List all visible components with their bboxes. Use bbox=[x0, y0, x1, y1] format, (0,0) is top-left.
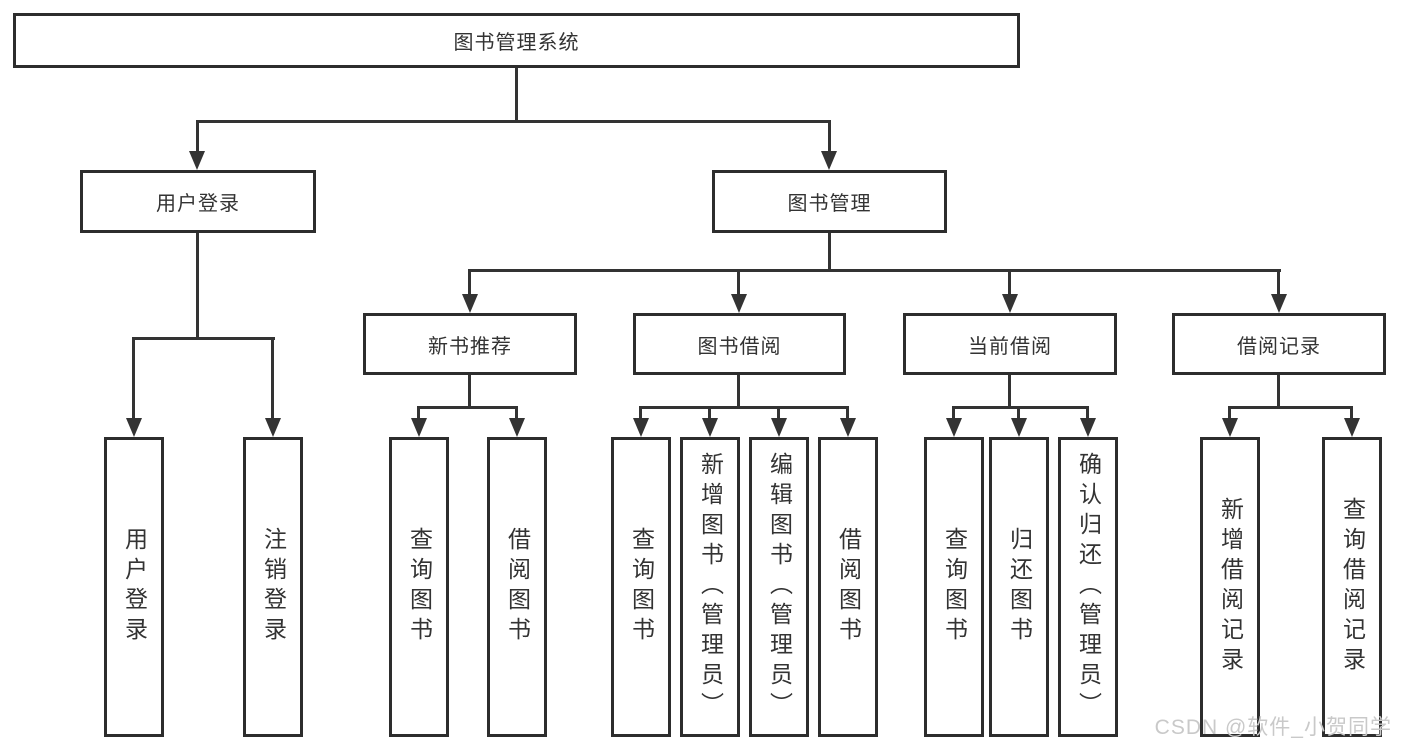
connector-vline bbox=[271, 337, 274, 420]
node-nbr-borrow-books: 借阅图书 bbox=[487, 437, 547, 737]
connector-vline bbox=[1277, 269, 1280, 297]
connector-vline bbox=[196, 232, 199, 340]
arrow-down-icon bbox=[126, 418, 142, 437]
node-root-library-system: 图书管理系统 bbox=[13, 13, 1020, 68]
connector-vline bbox=[737, 269, 740, 297]
node-cb-query-books: 查询图书 bbox=[924, 437, 984, 737]
connector-vline bbox=[1277, 375, 1280, 409]
node-cb-return-books: 归还图书 bbox=[989, 437, 1049, 737]
node-br-add-record: 新增借阅记录 bbox=[1200, 437, 1260, 737]
arrow-down-icon bbox=[946, 418, 962, 437]
arrow-down-icon bbox=[1002, 294, 1018, 313]
connector-vline bbox=[515, 406, 518, 420]
node-bb-query-books: 查询图书 bbox=[611, 437, 671, 737]
connector-hline bbox=[196, 120, 831, 123]
connector-vline bbox=[515, 67, 518, 123]
connector-vline bbox=[1350, 406, 1353, 420]
connector-hline bbox=[639, 406, 849, 409]
node-nbr-query-books: 查询图书 bbox=[389, 437, 449, 737]
connector-vline bbox=[828, 232, 831, 272]
connector-vline bbox=[1008, 269, 1011, 297]
node-logout: 注销登录 bbox=[243, 437, 303, 737]
arrow-down-icon bbox=[702, 418, 718, 437]
node-current-borrowing: 当前借阅 bbox=[903, 313, 1117, 375]
node-cb-confirm-return-admin: 确认归还（管理员） bbox=[1058, 437, 1118, 737]
arrow-down-icon bbox=[821, 151, 837, 170]
connector-hline bbox=[952, 406, 1089, 409]
connector-vline bbox=[468, 375, 471, 409]
node-bb-borrow-books: 借阅图书 bbox=[818, 437, 878, 737]
connector-vline bbox=[1086, 406, 1089, 420]
arrow-down-icon bbox=[189, 151, 205, 170]
connector-hline bbox=[1228, 406, 1353, 409]
connector-vline bbox=[708, 406, 711, 420]
connector-hline bbox=[132, 337, 275, 340]
connector-vline bbox=[777, 406, 780, 420]
connector-vline bbox=[828, 120, 831, 153]
arrow-down-icon bbox=[462, 294, 478, 313]
connector-vline bbox=[737, 375, 740, 409]
connector-hline bbox=[417, 406, 518, 409]
node-book-borrowing: 图书借阅 bbox=[633, 313, 846, 375]
arrow-down-icon bbox=[731, 294, 747, 313]
connector-vline bbox=[468, 269, 471, 297]
arrow-down-icon bbox=[509, 418, 525, 437]
arrow-down-icon bbox=[771, 418, 787, 437]
node-new-book-recommend: 新书推荐 bbox=[363, 313, 577, 375]
arrow-down-icon bbox=[265, 418, 281, 437]
arrow-down-icon bbox=[1344, 418, 1360, 437]
connector-vline bbox=[132, 337, 135, 420]
node-borrowing-records: 借阅记录 bbox=[1172, 313, 1386, 375]
node-bb-add-books-admin: 新增图书（管理员） bbox=[680, 437, 740, 737]
connector-hline bbox=[469, 269, 1281, 272]
connector-vline bbox=[1008, 375, 1011, 409]
arrow-down-icon bbox=[1011, 418, 1027, 437]
arrow-down-icon bbox=[1080, 418, 1096, 437]
connector-vline bbox=[952, 406, 955, 420]
arrow-down-icon bbox=[1271, 294, 1287, 313]
arrow-down-icon bbox=[633, 418, 649, 437]
connector-vline bbox=[846, 406, 849, 420]
connector-vline bbox=[639, 406, 642, 420]
watermark-text: CSDN @软件_小贺同学 bbox=[1154, 716, 1392, 739]
arrow-down-icon bbox=[840, 418, 856, 437]
connector-vline bbox=[417, 406, 420, 420]
node-br-query-record: 查询借阅记录 bbox=[1322, 437, 1382, 737]
arrow-down-icon bbox=[1222, 418, 1238, 437]
connector-vline bbox=[196, 120, 199, 153]
arrow-down-icon bbox=[411, 418, 427, 437]
node-user-login-group: 用户登录 bbox=[80, 170, 316, 233]
node-book-management: 图书管理 bbox=[712, 170, 947, 233]
node-user-login: 用户登录 bbox=[104, 437, 164, 737]
connector-vline bbox=[1017, 406, 1020, 420]
node-bb-edit-books-admin: 编辑图书（管理员） bbox=[749, 437, 809, 737]
connector-vline bbox=[1228, 406, 1231, 420]
